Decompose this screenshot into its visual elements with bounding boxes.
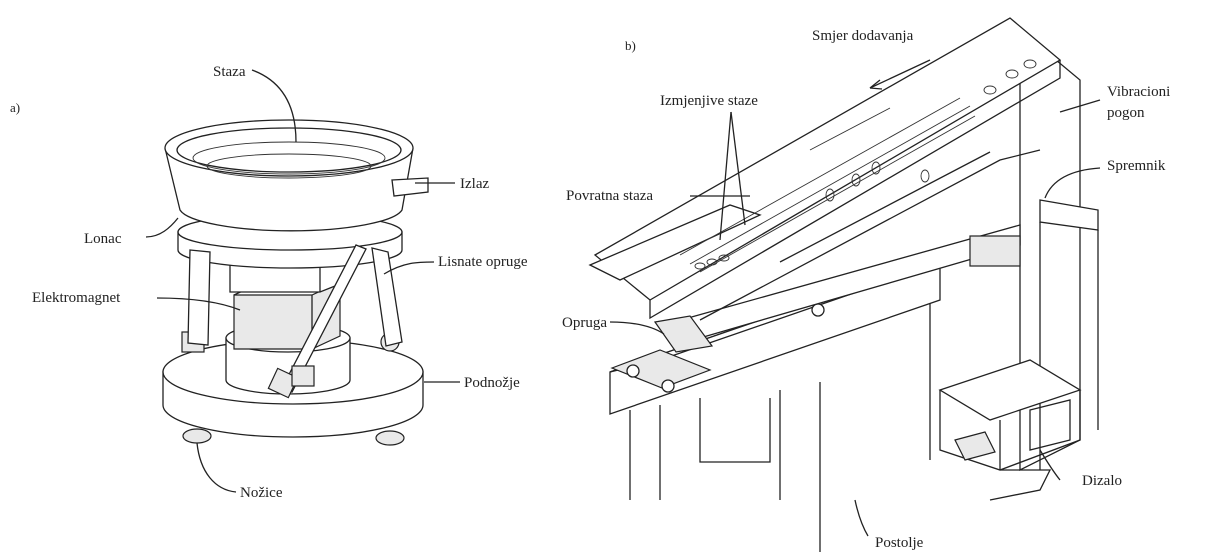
label-vibracioni: Vibracioni <box>1107 84 1170 100</box>
panel-a-leaders <box>145 69 460 493</box>
panel-b-tag: b) <box>625 38 636 53</box>
label-lonac: Lonac <box>84 231 122 247</box>
label-smjer-dodavanja: Smjer dodavanja <box>812 28 914 44</box>
label-povratna-staza: Povratna staza <box>566 188 653 204</box>
label-dizalo: Dizalo <box>1082 473 1122 489</box>
label-opruga: Opruga <box>562 315 607 331</box>
label-staza: Staza <box>213 64 246 80</box>
label-podnozje: Podnožje <box>464 375 520 391</box>
direction-arrow-icon <box>869 79 883 90</box>
panel-a-tag: a) <box>10 100 20 115</box>
label-elektromagnet: Elektromagnet <box>32 290 121 306</box>
label-lisnate-opruge: Lisnate opruge <box>438 254 528 270</box>
panel-b-leaders <box>609 59 1101 537</box>
bowl-feeder-drawing <box>162 119 429 446</box>
linear-feeder-drawing <box>588 17 1099 552</box>
label-spremnik: Spremnik <box>1107 158 1166 174</box>
label-izmjenjive-staze: Izmjenjive staze <box>660 93 758 109</box>
label-nozice: Nožice <box>240 485 283 501</box>
label-postolje: Postolje <box>875 535 924 551</box>
label-pogon: pogon <box>1107 105 1145 121</box>
label-izlaz: Izlaz <box>460 176 489 192</box>
